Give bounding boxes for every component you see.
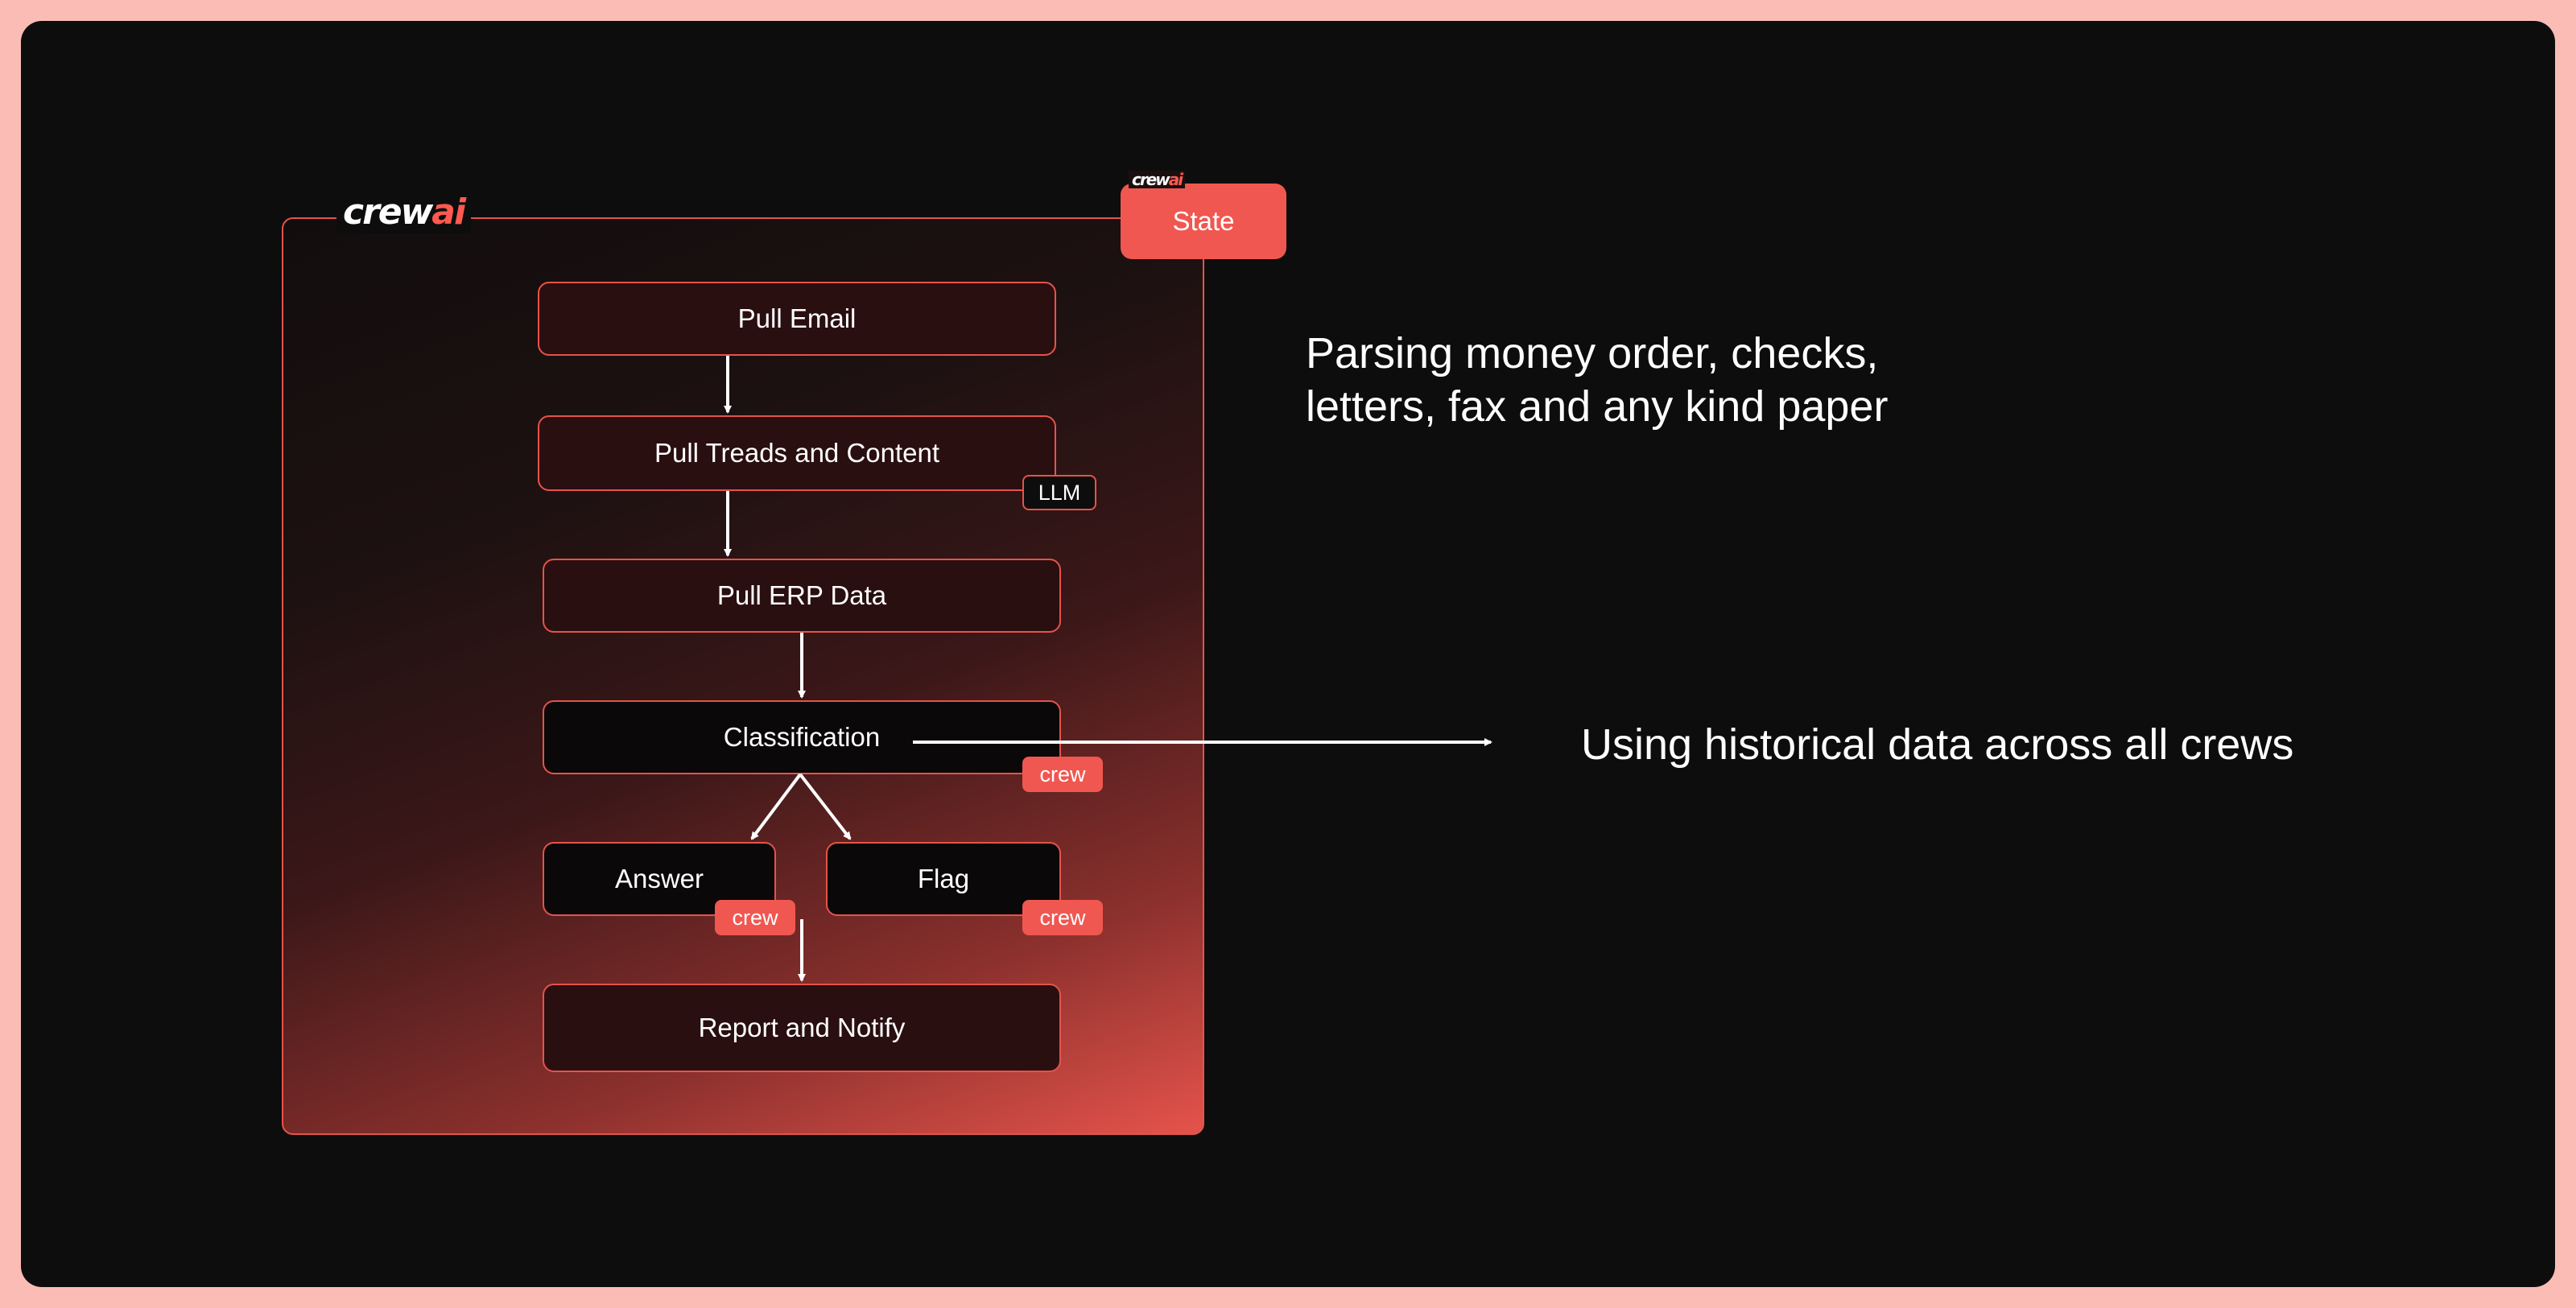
badge-crew-flag: crew bbox=[1022, 900, 1103, 935]
badge-llm: LLM bbox=[1022, 475, 1096, 510]
node-pull-email[interactable]: Pull Email bbox=[538, 282, 1056, 356]
note-historical-data: Using historical data across all crews bbox=[1581, 720, 2294, 769]
badge-crew-classification: crew bbox=[1022, 757, 1103, 792]
arrow-classification-to-flag bbox=[799, 773, 852, 840]
note-parsing: Parsing money order, checks, letters, fa… bbox=[1306, 329, 1889, 431]
flow-panel bbox=[282, 217, 1204, 1135]
arrow-classification-to-answer bbox=[750, 773, 802, 840]
node-pull-threads[interactable]: Pull Treads and Content bbox=[538, 415, 1056, 491]
crewai-logo-small: crewai bbox=[1129, 171, 1186, 188]
state-box[interactable]: State bbox=[1121, 184, 1286, 259]
node-pull-erp[interactable]: Pull ERP Data bbox=[543, 559, 1061, 633]
crewai-logo: crewai bbox=[336, 192, 472, 233]
node-classification[interactable]: Classification bbox=[543, 700, 1061, 774]
node-flag[interactable]: Flag bbox=[826, 842, 1061, 916]
node-report-notify[interactable]: Report and Notify bbox=[543, 984, 1061, 1072]
badge-crew-answer: crew bbox=[715, 900, 795, 935]
